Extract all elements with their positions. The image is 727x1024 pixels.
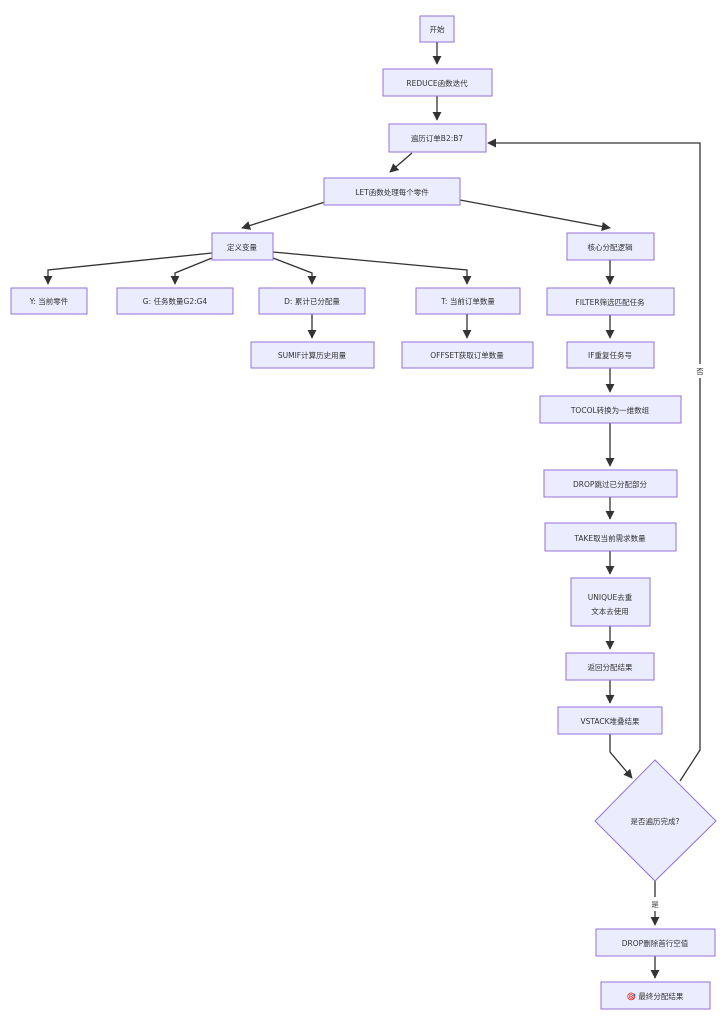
node-return: 返回分配结果 — [565, 652, 655, 681]
node-if-repeat-label: IF重复任务号 — [588, 350, 632, 360]
node-vstack: VSTACK堆叠结果 — [557, 706, 663, 735]
edge-label-yes-text: 是 — [651, 900, 659, 909]
node-unique-label-line2: 文本去使用 — [591, 606, 629, 616]
node-unique: UNIQUE去重 文本去使用 — [570, 577, 651, 627]
edge-let-define — [241, 201, 326, 230]
edge-decision-loop — [487, 138, 701, 782]
node-decision-label: 是否遍历完成? — [631, 816, 680, 826]
node-var-d: D: 累计已分配量 — [258, 287, 366, 315]
edge-define-y — [43, 252, 213, 285]
node-drop-skip: DROP跳过已分配部分 — [543, 469, 678, 498]
node-loop: 遍历订单B2:B7 — [388, 123, 487, 153]
node-reduce: REDUCE函数迭代 — [382, 68, 493, 97]
edge-label-no: 否 — [693, 364, 707, 378]
node-sumif: SUMIF计算历史用量 — [250, 341, 375, 369]
node-var-y: Y: 当前零件 — [10, 287, 88, 315]
node-tocol: TOCOL转换为一维数组 — [539, 395, 682, 424]
node-vstack-label: VSTACK堆叠结果 — [580, 716, 640, 726]
node-define-label: 定义变量 — [227, 242, 257, 252]
node-define: 定义变量 — [211, 232, 274, 261]
node-var-t-label: T: 当前订单数量 — [440, 296, 495, 306]
node-core: 核心分配逻辑 — [566, 232, 655, 261]
node-filter-label: FILTER筛选匹配任务 — [575, 297, 645, 307]
node-let: LET函数处理每个零件 — [323, 177, 461, 206]
edge-define-g — [170, 257, 213, 285]
node-drop-final: DROP删除首行空值 — [595, 928, 716, 957]
edges — [43, 42, 701, 979]
node-start: 开始 — [419, 15, 455, 43]
node-reduce-label: REDUCE函数迭代 — [406, 78, 468, 88]
edge-label-no-text: 否 — [696, 367, 704, 376]
node-loop-label: 遍历订单B2:B7 — [411, 133, 464, 143]
node-final-label: 🎯 最终分配结果 — [627, 991, 684, 1001]
node-offset: OFFSET获取订单数量 — [401, 341, 534, 369]
node-var-d-label: D: 累计已分配量 — [284, 296, 340, 306]
edge-define-d — [272, 257, 317, 285]
node-tocol-label: TOCOL转换为一维数组 — [570, 405, 650, 415]
node-offset-label: OFFSET获取订单数量 — [430, 350, 504, 360]
node-var-t: T: 当前订单数量 — [415, 287, 521, 315]
node-sumif-label: SUMIF计算历史用量 — [278, 350, 347, 360]
node-return-label: 返回分配结果 — [588, 662, 633, 672]
node-let-label: LET函数处理每个零件 — [355, 187, 429, 197]
node-if-repeat: IF重复任务号 — [566, 341, 655, 369]
edge-label-yes: 是 — [648, 897, 662, 911]
node-take: TAKE取当前需求数量 — [544, 522, 677, 552]
node-final: 🎯 最终分配结果 — [600, 981, 711, 1010]
edge-define-t — [272, 251, 472, 285]
node-core-label: 核心分配逻辑 — [588, 242, 633, 252]
node-decision: 是否遍历完成? — [594, 759, 717, 882]
node-var-y-label: Y: 当前零件 — [29, 296, 69, 306]
node-filter: FILTER筛选匹配任务 — [546, 287, 675, 316]
edge-let-core — [459, 199, 611, 231]
node-var-g-label: G: 任务数量G2:G4 — [143, 296, 208, 306]
node-unique-label-line1: UNIQUE去重 — [588, 592, 633, 602]
node-take-label: TAKE取当前需求数量 — [573, 533, 646, 543]
edge-loop-let — [389, 152, 413, 173]
edge-vstack-decision — [609, 734, 633, 779]
node-drop-final-label: DROP删除首行空值 — [622, 938, 689, 948]
node-var-g: G: 任务数量G2:G4 — [116, 287, 234, 315]
node-start-label: 开始 — [430, 24, 445, 34]
node-drop-skip-label: DROP跳过已分配部分 — [573, 479, 647, 489]
